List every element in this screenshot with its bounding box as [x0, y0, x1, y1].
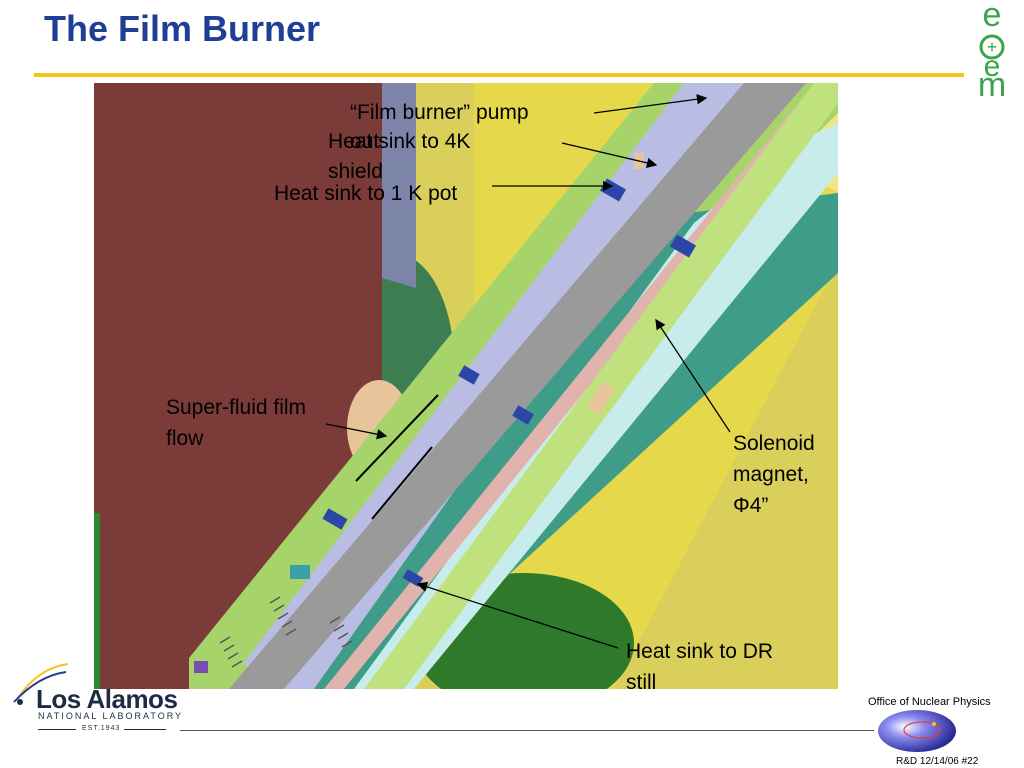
coil-spring-2	[219, 636, 243, 668]
eem-letter-e2: e	[984, 50, 1001, 83]
lanl-rule-right	[124, 729, 166, 730]
eem-letter-plus: +	[987, 37, 998, 57]
coil-spring-3	[329, 616, 353, 648]
title-underline	[34, 73, 964, 77]
label-dr-still-line1: Heat sink to DR	[626, 640, 774, 663]
peach-collar-2	[634, 153, 644, 169]
eem-plus-circle	[979, 34, 1005, 60]
label-1k-pot: Heat sink to 1 K pot	[274, 182, 458, 205]
label-dr-still-line2: still	[626, 671, 657, 694]
nuclear-physics-logo	[878, 710, 956, 752]
slide-reference: R&D 12/14/06 #22	[896, 756, 979, 767]
lanl-name: Los Alamos	[36, 684, 178, 714]
coil-spring-1	[269, 596, 297, 636]
fitting-1	[290, 565, 310, 579]
lanl-subtitle: NATIONAL LABORATORY	[38, 711, 184, 721]
flow-arrow-down	[371, 446, 433, 520]
clamp-4	[512, 405, 534, 425]
label-film-burner-line2: out	[350, 130, 380, 153]
lanl-rule-left	[38, 729, 76, 730]
label-solenoid-line1: Solenoid	[733, 432, 815, 455]
los-alamos-logo-mark	[13, 663, 69, 705]
clamp-5	[322, 508, 348, 530]
central-gray-shaft	[229, 83, 806, 689]
vertical-rod	[382, 83, 416, 288]
eem-logo: e + e m	[978, 0, 1006, 100]
lanl-established: EST.1943	[82, 725, 121, 732]
peach-collar-1	[587, 381, 615, 415]
clamp-3	[458, 365, 480, 385]
label-4k-shield-line1: Heat sink to 4K	[328, 130, 471, 153]
wall-edge	[94, 513, 100, 689]
label-film-burner-line1: “Film burner” pump	[350, 101, 529, 124]
page-title: The Film Burner	[44, 8, 321, 49]
purple-fitting	[194, 661, 208, 673]
film-burner-cad-drawing	[94, 83, 838, 689]
label-4k-shield-line2: shield	[328, 160, 383, 183]
office-of-nuclear-physics: Office of Nuclear Physics	[868, 696, 991, 708]
label-superfluid-line2: flow	[166, 427, 204, 450]
eem-letter-e1: e	[983, 0, 1002, 34]
clamp-2	[669, 234, 697, 258]
label-solenoid-line3: Φ4”	[733, 494, 769, 517]
eem-letter-m: m	[978, 66, 1006, 100]
flow-arrow-up	[355, 394, 439, 482]
label-superfluid-line1: Super-fluid film	[166, 396, 307, 419]
footer-rule	[180, 730, 874, 731]
label-solenoid-line2: magnet,	[733, 463, 809, 486]
